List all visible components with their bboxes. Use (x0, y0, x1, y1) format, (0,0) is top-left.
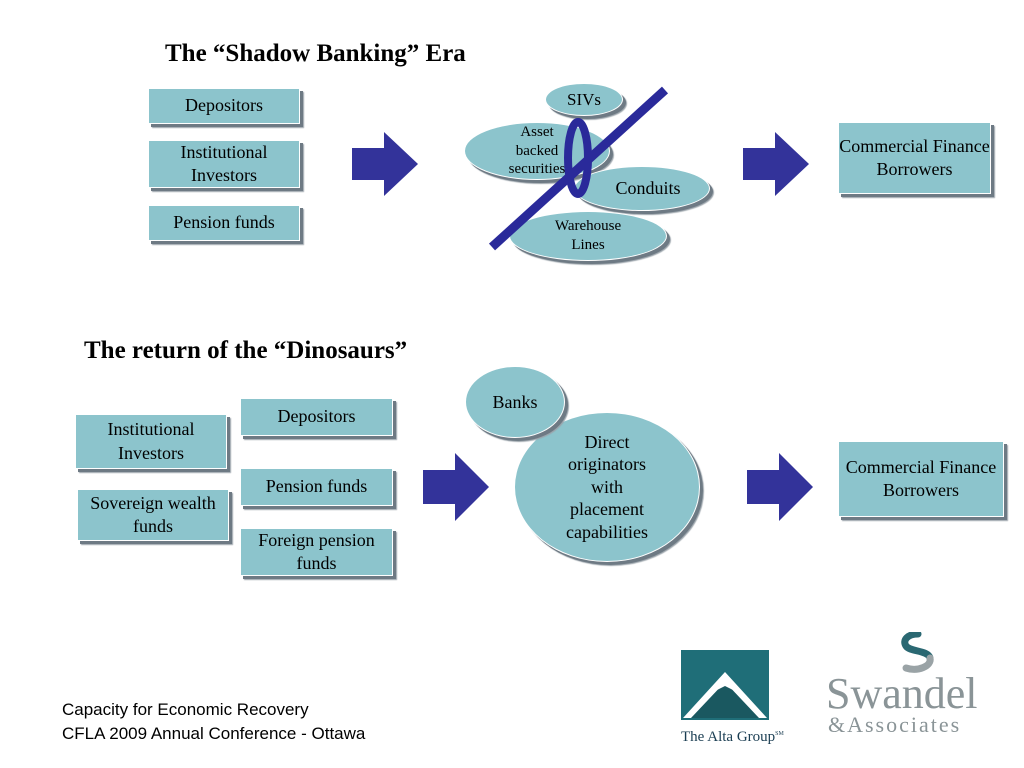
source-depositors-top: Depositors (148, 88, 300, 124)
warehouse-lines-label: Warehouse Lines (554, 218, 622, 253)
swandel-swirl-icon (901, 632, 934, 673)
source-sovereign-wealth-funds: Sovereign wealth funds (77, 489, 229, 541)
source-pension-funds-bottom: Pension funds (240, 468, 393, 506)
footer-line-1: Capacity for Economic Recovery (62, 700, 309, 719)
alta-mountain-icon (681, 650, 769, 720)
swandel-wordmark: Swandel (826, 669, 978, 718)
asset-backed-securities-label: Asset backed securities (508, 123, 566, 178)
source-institutional-investors-top: Institutional Investors (148, 140, 300, 188)
source-depositors-bottom: Depositors (240, 398, 393, 436)
commercial-finance-borrowers-bottom: Commercial Finance Borrowers (838, 441, 1004, 517)
commercial-finance-borrowers-top: Commercial Finance Borrowers (838, 122, 991, 194)
footer-line-2: CFLA 2009 Annual Conference - Ottawa (62, 724, 366, 743)
swandel-associates-logo: Swandel &Associates (826, 632, 994, 740)
conduits-oval: Conduits (574, 166, 710, 211)
alta-group-wordmark: The Alta GroupSM (681, 725, 784, 746)
right-arrow-icon (747, 453, 813, 521)
footer-text: Capacity for Economic Recovery CFLA 2009… (62, 698, 365, 746)
alta-group-name: The Alta Group (681, 729, 776, 745)
source-institutional-investors-bottom: Institutional Investors (75, 414, 227, 469)
right-arrow-icon (352, 132, 418, 196)
source-pension-funds-top: Pension funds (148, 205, 300, 241)
banks-circle: Banks (465, 366, 565, 438)
alta-service-mark: SM (775, 731, 784, 737)
direct-originators-circle: Direct originators with placement capabi… (514, 412, 700, 562)
alta-group-logo: The Alta GroupSM (681, 650, 784, 746)
swandel-associates-wordmark: &Associates (828, 712, 962, 737)
right-arrow-icon (423, 453, 489, 521)
warehouse-lines-oval: Warehouse Lines (509, 211, 667, 261)
shadow-banking-title: The “Shadow Banking” Era (165, 40, 466, 67)
dinosaurs-title: The return of the “Dinosaurs” (84, 337, 408, 364)
right-arrow-icon (743, 132, 809, 196)
asset-backed-securities-oval: Asset backed securities (464, 122, 610, 180)
sivs-oval: SIVs (545, 83, 623, 116)
source-foreign-pension-funds: Foreign pension funds (240, 528, 393, 576)
